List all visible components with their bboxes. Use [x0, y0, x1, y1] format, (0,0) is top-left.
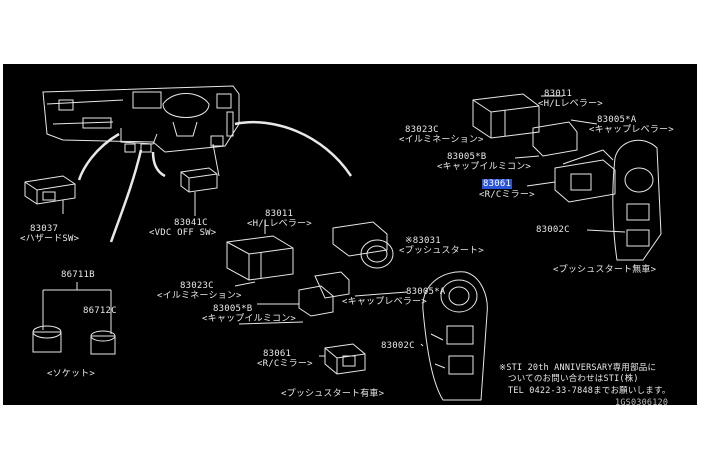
part-code-83005b-center[interactable]: 83005*B [213, 304, 253, 314]
part-code-83037[interactable]: 83037 [30, 224, 59, 234]
part-desc-83005a-center: <キャップレベラー> [342, 297, 427, 307]
part-desc-83011-center: <H/Lレベラー> [247, 219, 312, 229]
part-desc-83005b-right: <キャップイルミコン> [437, 162, 532, 172]
center-panel-drawing [422, 271, 488, 401]
part-code-86712c[interactable]: 86712C [83, 306, 117, 316]
part-code-83023c-center[interactable]: 83023C [180, 281, 214, 291]
right-switches-drawing [472, 93, 616, 203]
part-code-83041c[interactable]: 83041C [174, 218, 208, 228]
group-label-no-push-start: <プッシュスタート無車> [553, 265, 657, 275]
dashboard-drawing [42, 85, 240, 153]
part-code-83011-center[interactable]: 83011 [265, 209, 294, 219]
part-code-83061-center[interactable]: 83061 [263, 349, 292, 359]
socket-drawing [32, 282, 116, 355]
part-desc-83005a-right: <キャップレベラー> [589, 125, 674, 135]
parts-diagram-panel: 83011 <H/Lレベラー> 83005*A <キャップレベラー> 83023… [3, 64, 697, 408]
part-code-83005a-center[interactable]: 83005*A [406, 287, 446, 297]
part-desc-83023c-right: <イルミネーション> [399, 135, 484, 145]
part-desc-83011-right: <H/Lレベラー> [538, 99, 603, 109]
part-code-83002c-right[interactable]: 83002C [536, 225, 570, 235]
part-code-86711b[interactable]: 86711B [61, 270, 95, 280]
figure-number: 1GS0306120 [615, 398, 669, 408]
sti-note-line-1: ※STI 20th ANNIVERSARY専用部品に [499, 363, 657, 373]
part-desc-83005b-center: <キャップイルミコン> [202, 314, 297, 324]
part-code-83005b-right[interactable]: 83005*B [447, 152, 487, 162]
part-desc-83041c: <VDC OFF SW> [149, 228, 217, 238]
part-code-83023c-right[interactable]: 83023C [405, 125, 439, 135]
part-desc-socket: <ソケット> [47, 369, 96, 379]
vdc-switch-drawing [180, 167, 218, 216]
part-desc-83037: <ハザードSW> [20, 234, 80, 244]
sti-note-line-3: TEL 0422-33-7848までお願いします。 [508, 386, 671, 396]
part-code-83031[interactable]: ※83031 [405, 236, 441, 246]
part-desc-83061-right: <R/Cミラー> [479, 190, 535, 200]
part-desc-83061-center: <R/Cミラー> [257, 359, 313, 369]
hazard-switch-drawing [24, 175, 76, 214]
center-switches-drawing [226, 220, 394, 375]
part-desc-83031: <プッシュスタート> [399, 246, 484, 256]
part-code-83011-right[interactable]: 83011 [544, 89, 573, 99]
group-label-push-start: <プッシュスタート有車> [281, 389, 385, 399]
part-code-83005a-right[interactable]: 83005*A [597, 115, 637, 125]
sti-note-line-2: ついてのお問い合わせはSTI(株) [508, 374, 639, 384]
part-code-83061-right-selected[interactable]: 83061 [482, 179, 513, 189]
part-code-83002c-center[interactable]: 83002C [381, 341, 415, 351]
right-panel-drawing [562, 139, 662, 261]
parts-line-drawing [24, 85, 662, 401]
part-desc-83023c-center: <イルミネーション> [157, 291, 242, 301]
